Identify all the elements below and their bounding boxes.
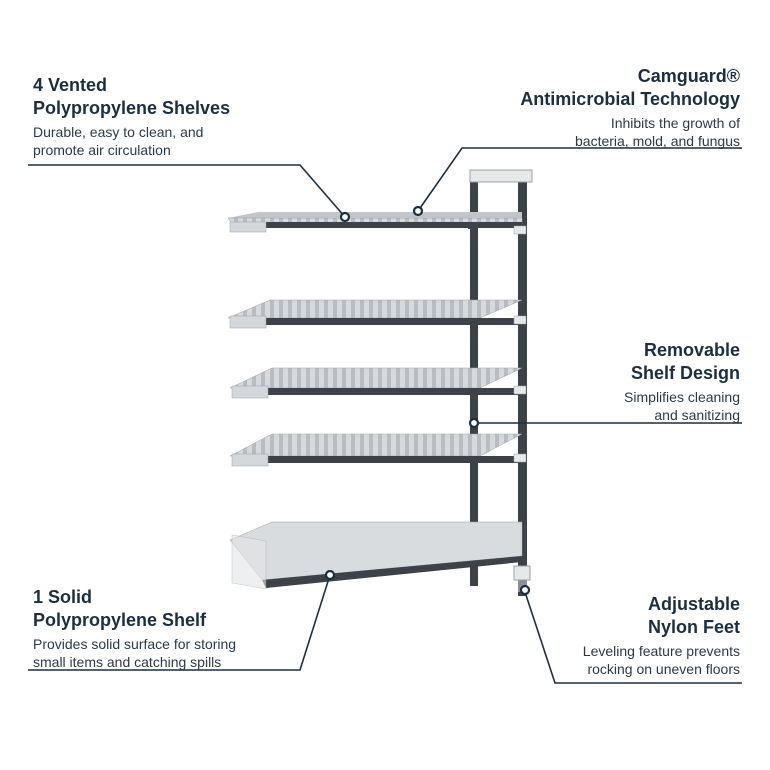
title-line-2: Antimicrobial Technology bbox=[520, 89, 740, 109]
desc-line-1: Leveling feature prevents bbox=[582, 643, 740, 659]
vented-shelf-3 bbox=[229, 367, 523, 399]
title-line-2: Polypropylene Shelves bbox=[33, 98, 231, 118]
callout-solid-shelf: 1 Solid Polypropylene Shelf Provides sol… bbox=[33, 586, 303, 671]
callout-description: Leveling feature prevents rocking on une… bbox=[500, 642, 740, 678]
desc-line-1: Provides solid surface for storing bbox=[33, 636, 237, 652]
dot-vented bbox=[339, 211, 351, 223]
top-cap bbox=[469, 169, 533, 183]
callout-adjustable-feet: Adjustable Nylon Feet Leveling feature p… bbox=[500, 593, 740, 678]
leader-vented bbox=[28, 164, 346, 218]
callout-title: Removable Shelf Design bbox=[500, 339, 740, 385]
title-line-1: Removable bbox=[643, 340, 740, 360]
callout-description: Simplifies cleaning and sanitizing bbox=[500, 388, 740, 424]
leader-dots bbox=[324, 205, 531, 596]
callout-title: 4 Vented Polypropylene Shelves bbox=[33, 74, 303, 120]
title-line-1: 4 Vented bbox=[33, 75, 108, 95]
callout-description: Inhibits the growth of bacteria, mold, a… bbox=[440, 114, 740, 150]
vented-shelf-1 bbox=[227, 212, 523, 233]
desc-line-1: Inhibits the growth of bbox=[610, 115, 740, 131]
leader-solid bbox=[28, 574, 331, 671]
desc-line-2: promote air circulation bbox=[33, 142, 171, 158]
callout-title: Adjustable Nylon Feet bbox=[500, 593, 740, 639]
title-line-2: Polypropylene Shelf bbox=[33, 610, 207, 630]
desc-line-2: bacteria, mold, and fungus bbox=[575, 133, 740, 149]
foot-bracket bbox=[513, 565, 531, 581]
leader-feet bbox=[524, 591, 742, 684]
side-rails bbox=[468, 225, 527, 463]
desc-line-2: rocking on uneven floors bbox=[587, 661, 740, 677]
desc-line-2: small items and catching spills bbox=[33, 654, 222, 670]
callout-title: Camguard® Antimicrobial Technology bbox=[440, 65, 740, 111]
callout-camguard: Camguard® Antimicrobial Technology Inhib… bbox=[440, 65, 740, 150]
leader-camguard bbox=[417, 147, 742, 212]
title-line-1: 1 Solid bbox=[33, 587, 93, 607]
title-line-1: Camguard® bbox=[637, 66, 740, 86]
title-line-2: Nylon Feet bbox=[647, 617, 740, 637]
callout-vented-shelves: 4 Vented Polypropylene Shelves Durable, … bbox=[33, 74, 303, 159]
callout-title: 1 Solid Polypropylene Shelf bbox=[33, 586, 303, 632]
solid-shelf bbox=[229, 521, 523, 590]
callout-removable-shelf: Removable Shelf Design Simplifies cleani… bbox=[500, 339, 740, 424]
vented-shelf-2 bbox=[227, 299, 523, 329]
leader-lines bbox=[28, 147, 742, 684]
dot-camguard bbox=[412, 205, 424, 217]
callout-description: Durable, easy to clean, and promote air … bbox=[33, 123, 303, 159]
vented-shelf-4 bbox=[229, 433, 523, 467]
dot-solid bbox=[324, 569, 336, 581]
dot-feet bbox=[519, 584, 531, 596]
desc-line-2: and sanitizing bbox=[654, 407, 740, 423]
callout-description: Provides solid surface for storing small… bbox=[33, 635, 303, 671]
title-line-1: Adjustable bbox=[647, 594, 740, 614]
desc-line-1: Simplifies cleaning bbox=[624, 389, 740, 405]
dot-removable bbox=[468, 417, 480, 429]
title-line-2: Shelf Design bbox=[630, 363, 740, 383]
desc-line-1: Durable, easy to clean, and bbox=[33, 124, 204, 140]
